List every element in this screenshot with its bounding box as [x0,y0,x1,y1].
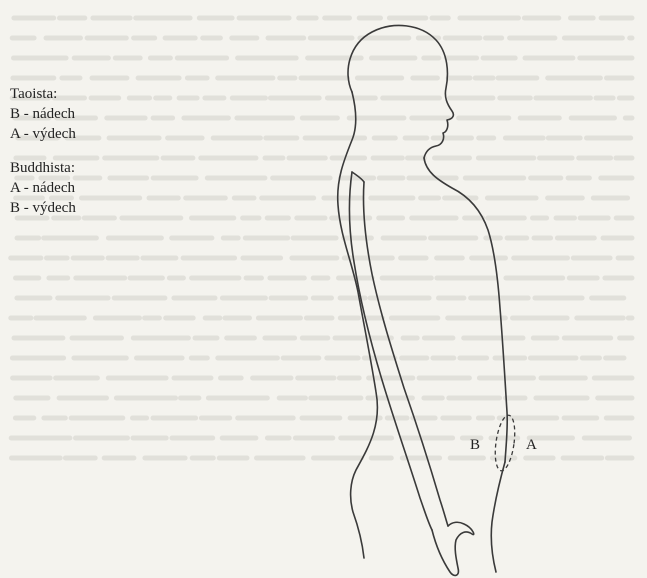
front-outline [424,158,507,462]
head-outline [348,25,453,158]
back-outline [338,92,378,558]
abdomen-outline [491,462,505,572]
label-a: A [526,437,537,454]
hand-outline [432,522,474,575]
arm-front-outline [363,182,448,526]
armpit-line [352,172,364,182]
label-b: B [470,437,480,454]
arm-back-outline [350,172,432,530]
